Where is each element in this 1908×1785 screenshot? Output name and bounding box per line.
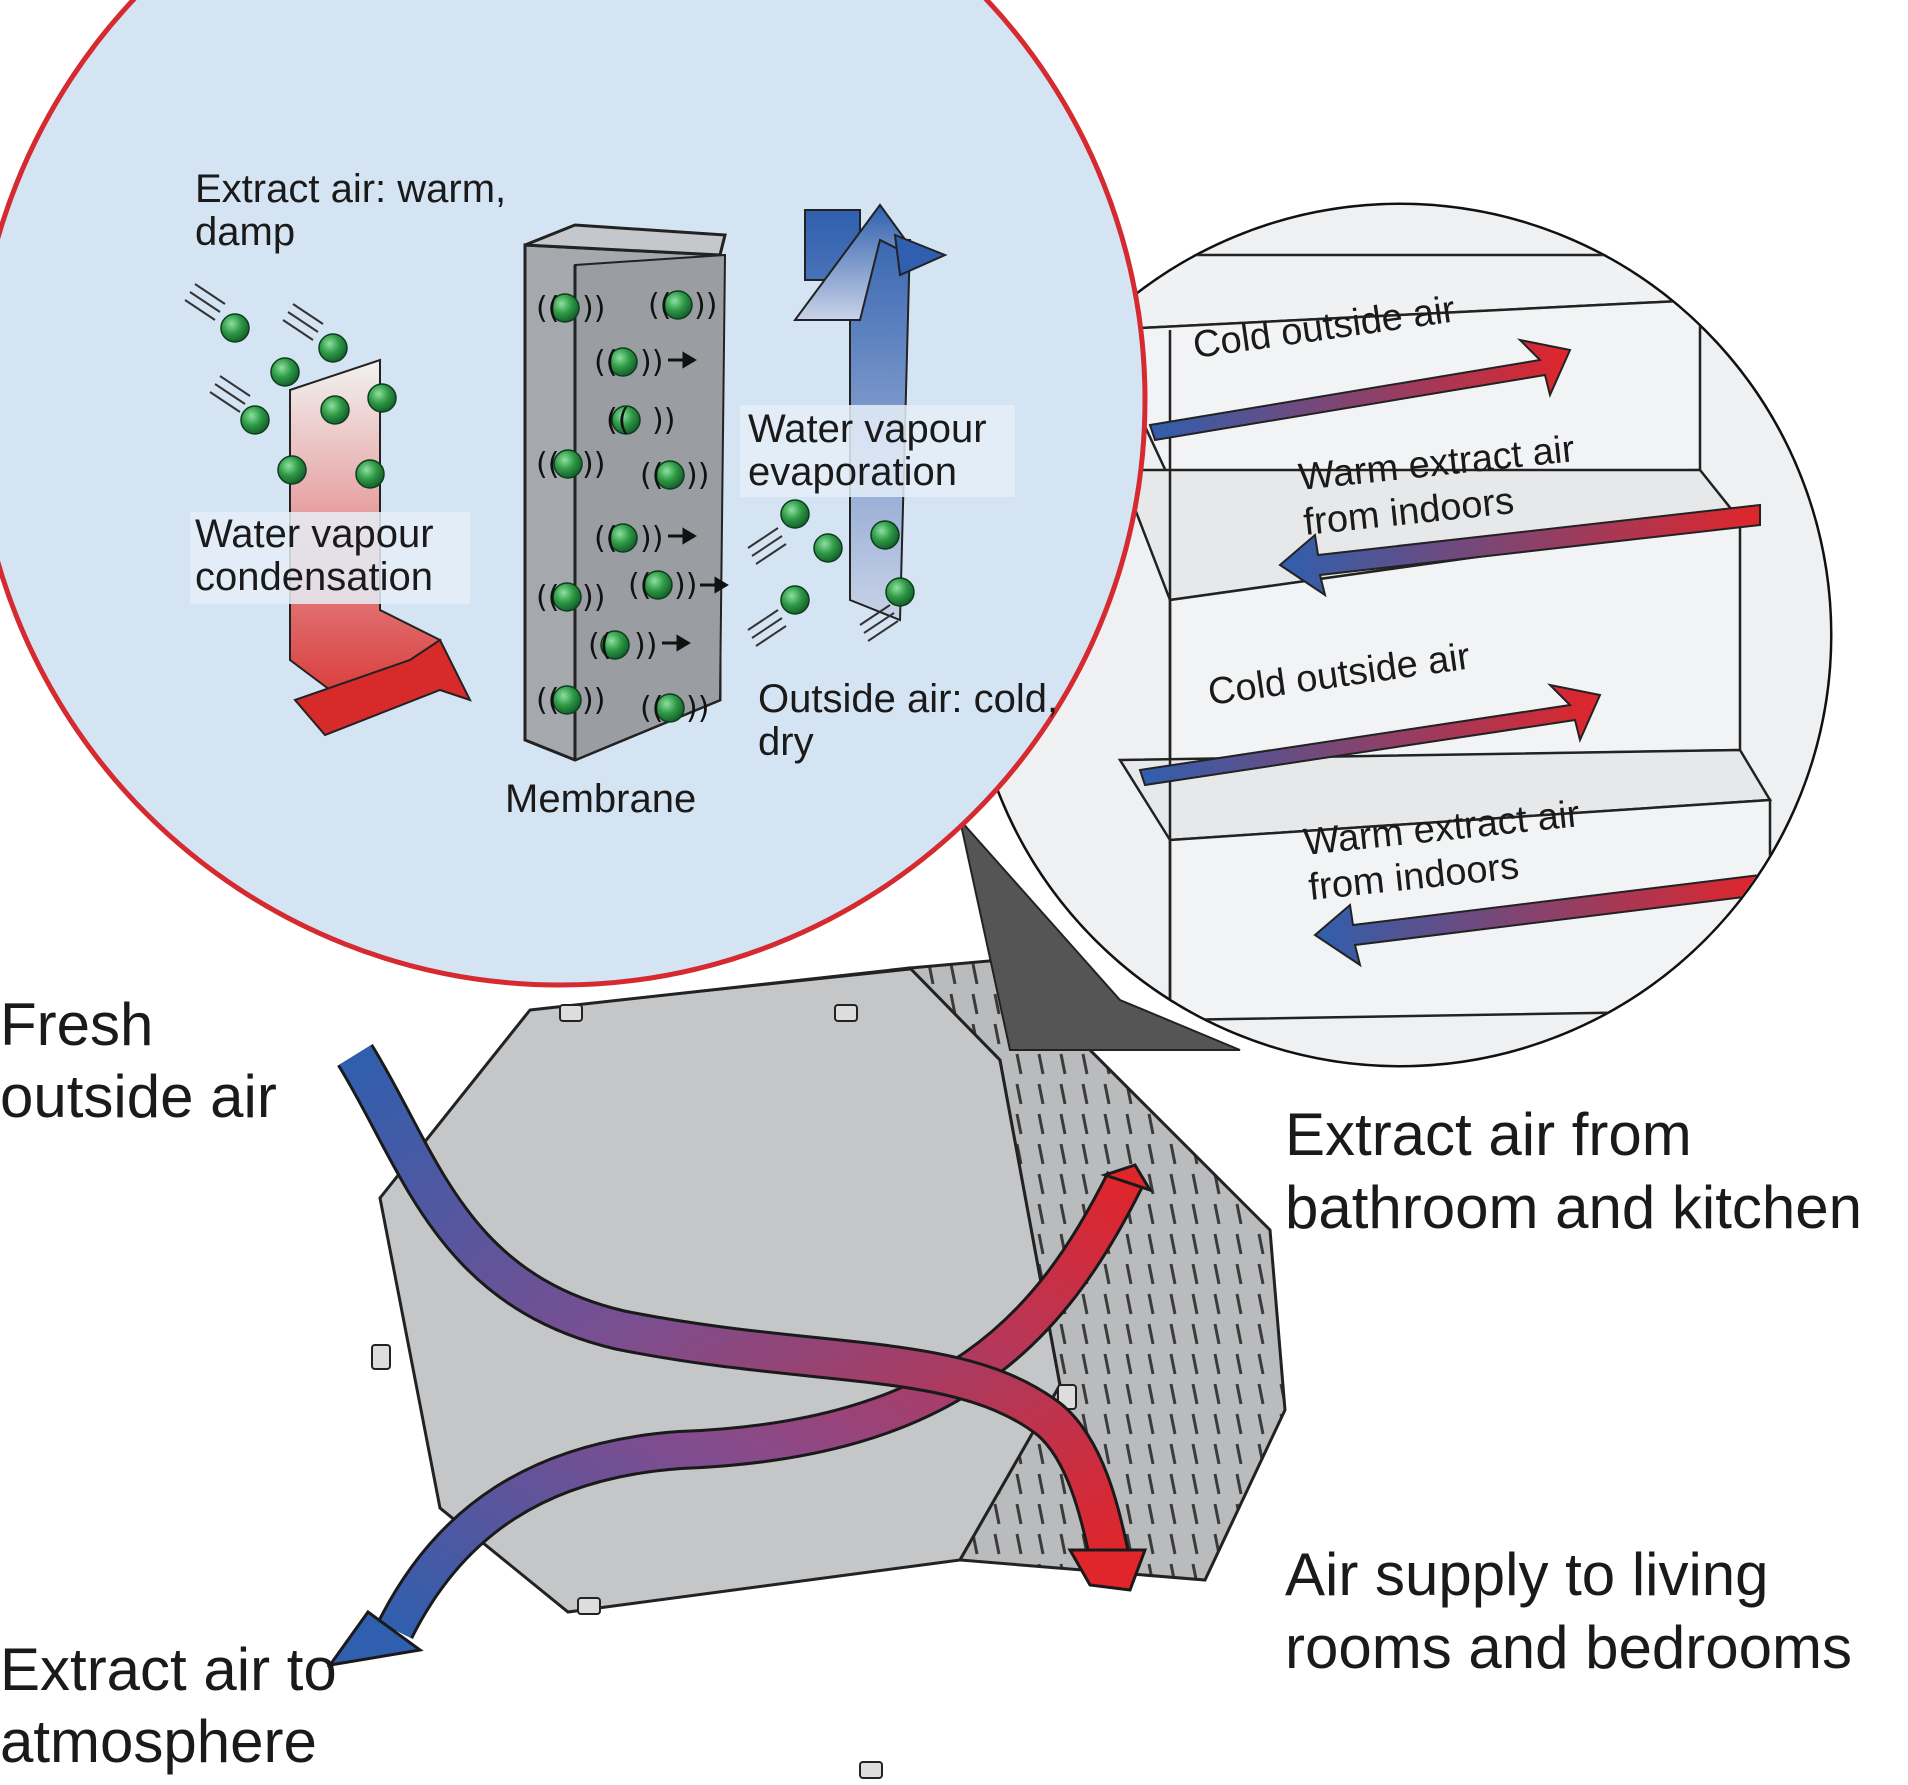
svg-text:((: (( [606,403,629,438]
svg-text:)): )) [582,447,605,482]
zoom-connector [958,816,1241,1051]
svg-text:)): )) [674,568,697,603]
label-fresh-outside-air-1: Fresh [0,991,153,1058]
label-extract-to-atmosphere-2: atmosphere [0,1708,317,1775]
svg-text:)): )) [582,683,605,718]
svg-text:((: (( [628,568,651,603]
svg-text:((: (( [648,288,671,323]
label-air-supply-living-2: rooms and bedrooms [1285,1614,1852,1681]
heat-exchanger-core [371,958,1287,1779]
label-outside-cold-dry-2: dry [758,720,814,764]
label-extract-to-atmosphere-1: Extract air to [0,1636,337,1703]
svg-text:)): )) [686,691,709,726]
extract-air-arrowhead [326,1609,424,1668]
water-molecule-icons [220,290,915,723]
label-extract-warm-damp-2: damp [195,210,295,254]
svg-text:((: (( [640,691,663,726]
vibration-wave-icons: (()) (()) (()) (()) (()) (()) (()) (()) … [536,288,717,726]
svg-text:((: (( [536,683,559,718]
channel-arrow-warm-1 [1278,503,1761,598]
core-clips [371,1004,1077,1779]
label-extract-from-bathroom-2: bathroom and kitchen [1285,1174,1862,1241]
label-fresh-outside-air-2: outside air [0,1063,277,1130]
core-airflows [326,1043,1154,1668]
svg-text:)): )) [634,628,657,663]
label-outside-cold-dry-1: Outside air: cold, [758,677,1058,721]
svg-text:((: (( [536,291,559,326]
svg-text:)): )) [582,291,605,326]
svg-text:)): )) [640,345,663,380]
svg-text:((: (( [536,580,559,615]
label-vapour-evaporation-1: Water vapour [748,407,987,451]
svg-text:((: (( [588,628,611,663]
arrow-right-icons [662,351,729,652]
svg-text:((: (( [594,521,617,556]
svg-text:)): )) [582,580,605,615]
label-membrane: Membrane [505,777,696,821]
fresh-air-arrowhead [1067,1548,1148,1592]
svg-text:((: (( [536,447,559,482]
svg-text:((: (( [594,345,617,380]
label-vapour-condensation-1: Water vapour [195,512,434,556]
motion-lines-icons [184,283,899,647]
label-vapour-evaporation-2: evaporation [748,450,957,494]
svg-text:)): )) [652,403,675,438]
label-air-supply-living-1: Air supply to living [1285,1541,1769,1608]
label-extract-from-bathroom-1: Extract air from [1285,1101,1692,1168]
membrane-zoom-bubble: (()) (()) (()) (()) (()) (()) (()) (()) … [0,0,1148,988]
channel-arrow-warm-2 [1313,873,1761,968]
svg-text:)): )) [640,521,663,556]
channel-arrow-cold-1 [1148,338,1572,442]
svg-text:)): )) [694,288,717,323]
label-vapour-condensation-2: condensation [195,555,433,599]
channel-arrow-cold-2 [1138,683,1602,787]
svg-text:((: (( [640,458,663,493]
svg-text:)): )) [686,458,709,493]
label-extract-warm-damp-1: Extract air: warm, [195,167,506,211]
